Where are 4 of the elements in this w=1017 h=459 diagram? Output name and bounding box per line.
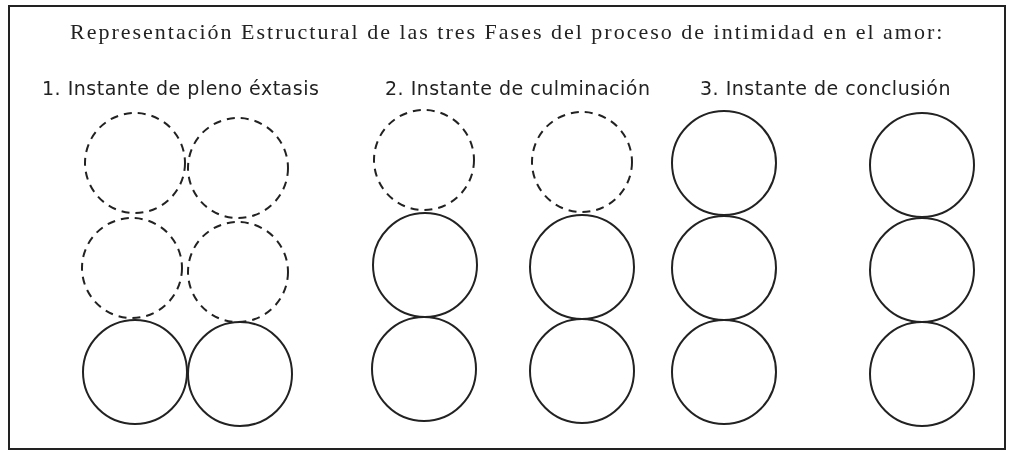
phase-heading: 2. Instante de culminación (385, 77, 651, 99)
diagram-title: Representación Estructural de las tres Fases del proceso de intimidad en el amor: (70, 19, 945, 45)
phase-heading: 3. Instante de conclusión (700, 77, 952, 99)
phase-heading: 1. Instante de pleno éxtasis (42, 77, 320, 99)
